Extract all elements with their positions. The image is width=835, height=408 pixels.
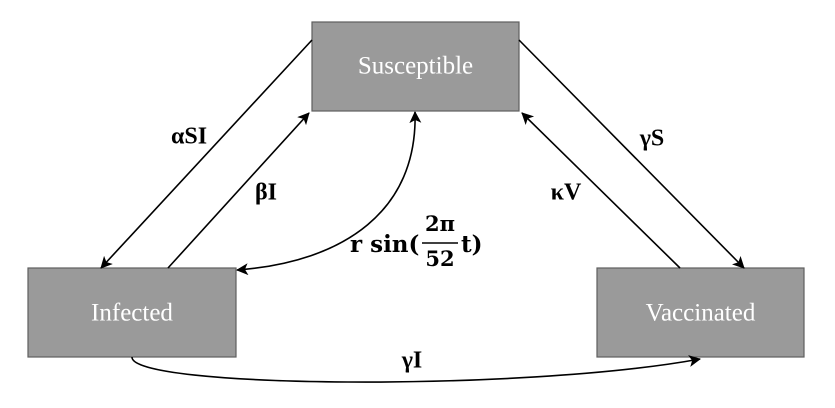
node-infected: Infected xyxy=(27,267,237,358)
node-infected-label: Infected xyxy=(91,300,173,327)
node-susceptible-label: Susceptible xyxy=(358,53,473,80)
edge-vaccinated-to-susceptible xyxy=(521,112,681,269)
label-gamma-i: γI xyxy=(401,348,423,374)
edge-seasonal-infected-susceptible xyxy=(236,111,422,276)
formula-denominator: 52 xyxy=(425,246,454,271)
node-susceptible: Susceptible xyxy=(311,21,520,112)
label-gamma-s: γS xyxy=(639,126,665,152)
label-beta-i: βI xyxy=(255,180,277,206)
label-alpha-si: αSI xyxy=(171,124,207,150)
formula-prefix: r sin( xyxy=(350,231,419,258)
edge-infected-to-vaccinated xyxy=(131,355,701,383)
node-susceptible-box xyxy=(311,21,520,112)
edge-susceptible-to-infected xyxy=(100,39,313,269)
edge-susceptible-to-vaccinated xyxy=(518,39,745,269)
formula-numerator: 2π xyxy=(425,211,455,236)
label-seasonal-formula: r sin( 2π 52 t) xyxy=(350,211,483,271)
node-vaccinated-box xyxy=(596,267,805,358)
formula-suffix: t) xyxy=(461,231,483,258)
node-infected-box xyxy=(27,267,237,358)
label-kappa-v: κV xyxy=(551,180,582,206)
node-vaccinated: Vaccinated xyxy=(596,267,805,358)
node-vaccinated-label: Vaccinated xyxy=(646,300,756,327)
